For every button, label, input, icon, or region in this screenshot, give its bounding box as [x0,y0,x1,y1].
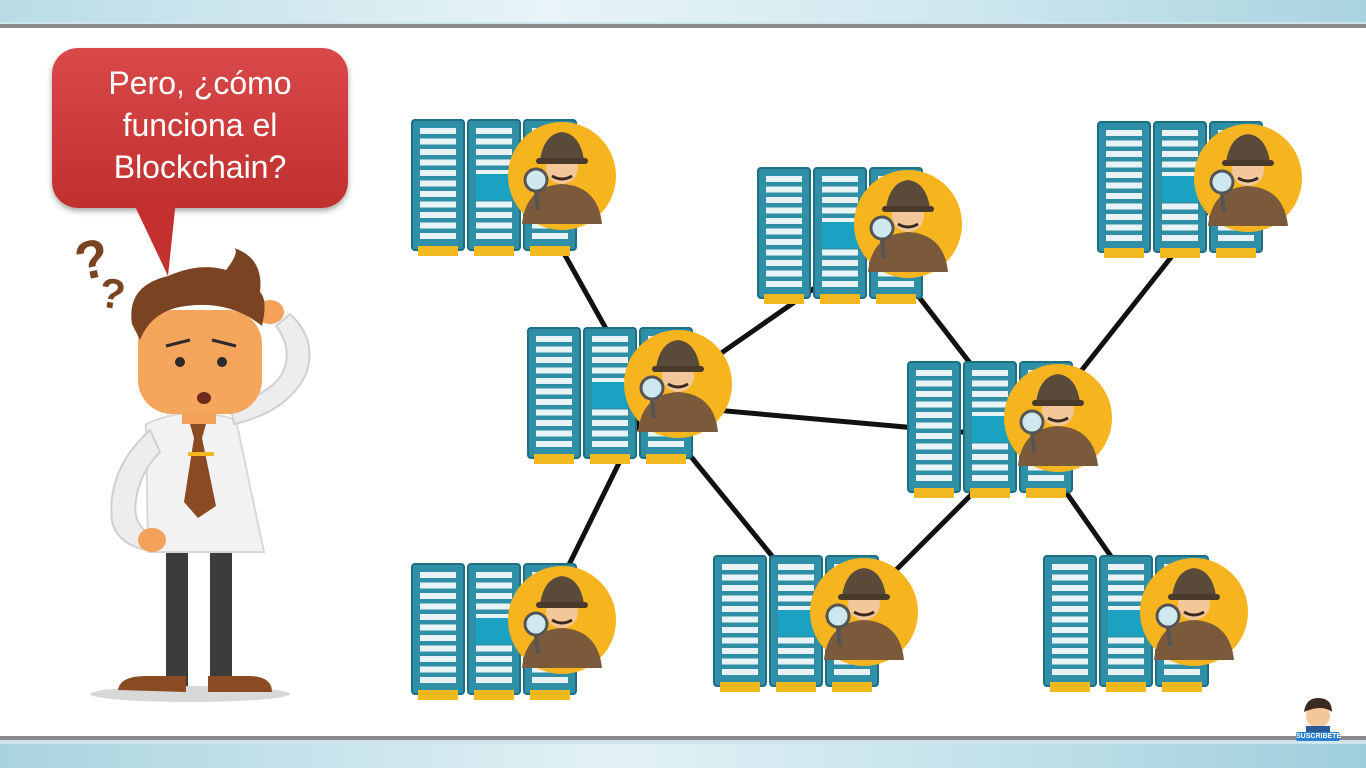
question-mark-2: ? [96,269,128,319]
detective-icon [854,170,962,278]
detective-icon [508,122,616,230]
top-decorative-band [0,0,1366,22]
node-bottom-center-server-icon [713,555,918,692]
detective-icon [508,566,616,674]
detective-icon [1004,364,1112,472]
node-top-left-server-icon [411,119,616,256]
avatar-icon[interactable] [1304,698,1332,734]
subscribe-badge-label[interactable]: SUSCRIBETE [1296,732,1342,741]
node-middle-right-server-icon [907,361,1112,498]
speech-bubble-tail [132,200,176,276]
speech-bubble-text: Pero, ¿cómo funciona el Blockchain? [108,65,292,185]
detective-icon [1194,124,1302,232]
node-top-right-server-icon [1097,121,1302,258]
speech-bubble [52,48,348,208]
detective-icon [1140,558,1248,666]
detective-icon [624,330,732,438]
node-middle-left-server-icon [527,327,732,464]
confused-businessman-icon [90,248,311,702]
node-bottom-left-server-icon [411,563,616,700]
node-bottom-right-server-icon [1043,555,1248,692]
network-nodes [411,119,1302,700]
node-top-center-server-icon [757,167,962,304]
bottom-decorative-band [0,744,1366,768]
detective-icon [810,558,918,666]
